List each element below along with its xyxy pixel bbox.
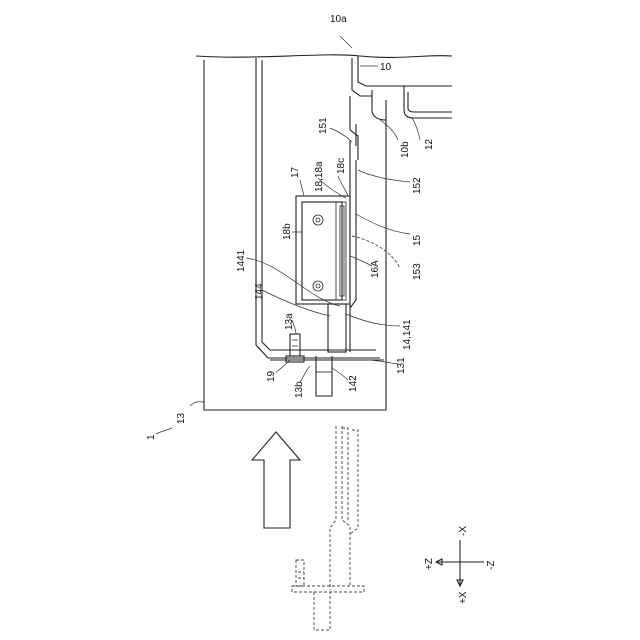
label-17: 17: [290, 166, 301, 178]
label-152: 152: [412, 177, 423, 194]
label-19: 19: [266, 370, 277, 382]
label-18-18a: 18,18a: [314, 161, 325, 192]
label-18b: 18b: [282, 223, 293, 240]
label-13b: 13b: [294, 381, 305, 398]
label-14-141: 14,141: [402, 319, 413, 350]
insertion-arrow: [252, 432, 300, 528]
axis-indicator: [436, 540, 484, 586]
label-151: 151: [318, 117, 329, 134]
label-15: 15: [412, 234, 423, 246]
label-13a: 13a: [284, 313, 295, 330]
housing-outline: [196, 55, 452, 410]
axis-minus-x: -X: [458, 526, 469, 536]
label-142: 142: [348, 375, 359, 392]
label-10a: 10a: [330, 14, 347, 25]
label-12: 12: [424, 138, 435, 150]
label-10b: 10b: [400, 141, 411, 158]
label-1: 1: [146, 434, 157, 440]
label-131: 131: [396, 357, 407, 374]
label-16A: 16A: [370, 260, 381, 278]
axis-plus-x: +X: [458, 591, 469, 604]
axis-plus-z: +Z: [424, 558, 435, 570]
label-144: 144: [254, 283, 265, 300]
axis-minus-z: -Z: [486, 561, 497, 570]
label-13: 13: [176, 412, 187, 424]
label-153: 153: [412, 263, 423, 280]
dashed-assembly: [292, 426, 364, 630]
label-10: 10: [380, 62, 392, 73]
reference-labels: 10a 10 151 10b 12 18,18a 17 18c 152 18b …: [146, 14, 497, 604]
label-1441: 1441: [236, 249, 247, 272]
label-18c: 18c: [336, 158, 347, 174]
